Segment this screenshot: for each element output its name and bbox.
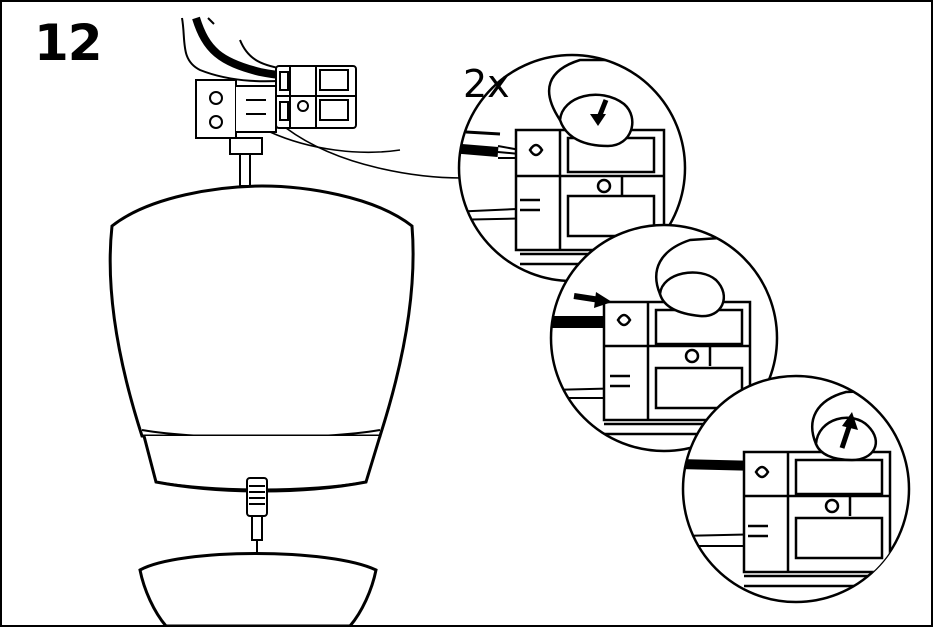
repeat-count-label: 2x — [463, 62, 510, 106]
ceiling-mount — [181, 16, 357, 187]
detail-release-up — [681, 374, 911, 604]
cord-connector — [246, 477, 268, 556]
step-number: 12 — [34, 14, 103, 72]
detail-press-down — [457, 53, 687, 283]
lamp-shade — [108, 184, 415, 493]
callout-line — [285, 127, 463, 179]
lower-shade — [138, 552, 378, 627]
callout-line — [269, 131, 401, 154]
